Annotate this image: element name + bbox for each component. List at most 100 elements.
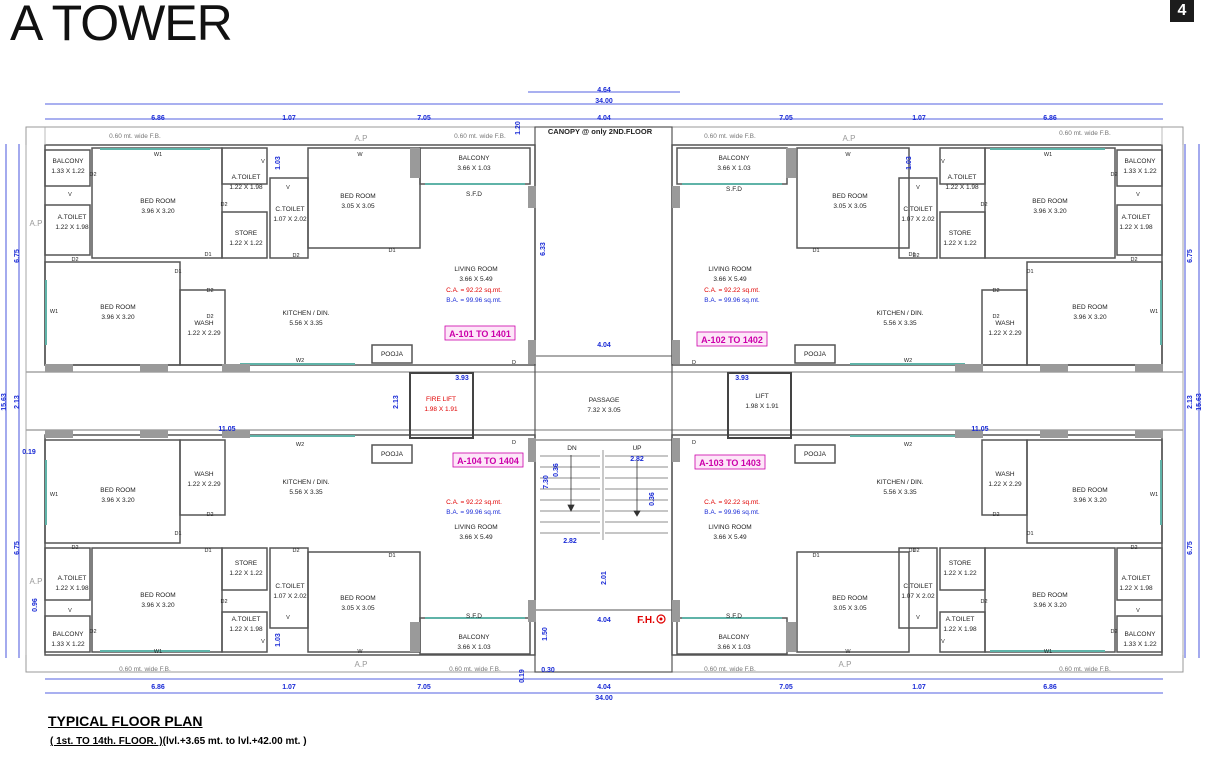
fb-strip-tm: 0.60 mt. wide F.B. [454,133,506,140]
dim-top-a: 6.86 [151,115,165,122]
bl-kitchen-name: KITCHEN / DIN. [283,479,330,486]
fire-hydrant-icon [656,614,666,624]
tr-balcony-name: BALCONY [1124,158,1156,165]
tl-bed3-name: BED ROOM [100,304,135,311]
bl-wash-size: 1.22 X 2.29 [187,481,221,488]
tag-v-tl-c: V [286,185,290,191]
fb-strip-br1: 0.60 mt. wide F.B. [704,666,756,673]
tl-wash-name: WASH [194,320,214,327]
tag-v-tr-a: V [1136,192,1140,198]
ap-tr: A.P [843,134,856,143]
tag-d2-tl-d: D2 [292,253,299,259]
canopy-label: CANOPY @ only 2ND.FLOOR [548,127,653,136]
br-store-size: 1.22 X 1.22 [943,570,977,577]
br-atoilet1-size: 1.22 X 1.98 [1119,585,1153,592]
caption-title: TYPICAL FLOOR PLAN [48,713,203,729]
br-atoilet2-size: 1.22 X 1.98 [943,626,977,633]
tag-w2-tl: W2 [296,358,304,364]
dim-side-upper-right: 6.75 [1187,249,1194,263]
dim-side-middle-right: 2.13 [1187,395,1194,409]
tag-w1-tr: W1 [1044,152,1052,158]
tag-v-tl-a: V [68,192,72,198]
bl-bed3-name: BED ROOM [100,487,135,494]
tag-v-tl-b: V [261,159,265,165]
fb-strip-bm: 0.60 mt. wide F.B. [449,666,501,673]
stair-dn: DN [567,445,577,452]
dim-036-b: 0.36 [649,492,656,506]
br-ctoilet-size: 1.07 X 2.02 [901,593,935,600]
ap-bl: A.P [355,660,368,669]
tag-v-tr-c: V [916,185,920,191]
tl-atoilet2-size: 1.22 X 1.98 [55,224,89,231]
br-ctoilet-name: C.TOILET [903,583,932,590]
dim-019-b: 0.19 [519,669,526,683]
dim-393-b: 3.93 [735,375,749,382]
tag-d2-tl-e: D2 [206,288,213,294]
tag-d2-tr-e: D2 [992,288,999,294]
fire-lift-name: FIRE LIFT [426,396,456,403]
tag-v-br-a: V [1136,608,1140,614]
tr-atoilet1-name: A.TOILET [948,174,977,181]
tag-d1-br-b: D1 [908,548,915,554]
bl-balcony2-size: 3.66 X 1.03 [457,644,491,651]
tl-ctoilet-size: 1.07 X 2.02 [273,216,307,223]
dim-030: 0.30 [541,667,555,674]
br-living-name: LIVING ROOM [708,524,751,531]
dim-bottom-a: 6.86 [151,684,165,691]
dim-top-fb: 1.20 [515,121,522,135]
tag-d1-tl-a: D1 [204,252,211,258]
bl-bed3-size: 3.96 X 3.20 [101,497,135,504]
dim-103-c: 1.03 [275,633,282,647]
br-balcony-name: BALCONY [1124,631,1156,638]
dim-393-a: 3.93 [455,375,469,382]
stair-up: UP [632,445,641,452]
bl-ctoilet-size: 1.07 X 2.02 [273,593,307,600]
br-store-name: STORE [949,560,972,567]
tag-d-bl: D [512,440,516,446]
tag-w-tl: W [357,152,363,158]
unit-label-tl: A-101 TO 1401 [449,329,511,339]
tag-v-bl-a: V [68,608,72,614]
tag-w-bl: W [357,649,363,655]
dim-096: 0.96 [32,598,39,612]
dim-103-b: 1.03 [906,156,913,170]
tr-kitchen-name: KITCHEN / DIN. [877,310,924,317]
tag-w2-br: W2 [904,442,912,448]
tl-store-size: 1.22 X 1.22 [229,240,263,247]
bl-bed2-size: 3.05 X 3.05 [341,605,375,612]
tag-d2-bl-e: D2 [89,629,96,635]
dim-side-overall-left: 15.63 [1,393,8,411]
tag-d2-bl-d: D2 [220,599,227,605]
caption-floors: ( 1st. TO 14th. FLOOR. ) [50,736,163,747]
tag-d2-br-e: D2 [1110,629,1117,635]
page-title: A TOWER [10,0,233,51]
unit-label-tr: A-102 TO 1402 [701,335,763,345]
tr-kitchen-size: 5.56 X 3.35 [883,320,917,327]
tag-d1-tr-b: D1 [812,248,819,254]
dim-canopy: 4.64 [597,87,611,94]
br-bed2-name: BED ROOM [832,595,867,602]
dim-side-upper-left: 6.75 [14,249,21,263]
tl-wash-size: 1.22 X 2.29 [187,330,221,337]
page-number-badge: 4 [1170,0,1194,22]
tr-balcony2-size: 3.66 X 1.03 [717,165,751,172]
br-ca: C.A. = 92.22 sq.mt. [704,499,760,506]
tr-bed3-name: BED ROOM [1072,304,1107,311]
tag-d2-tr-c: D2 [1130,257,1137,263]
tag-d2-tr-b: D2 [980,202,987,208]
ap-left-bottom: A.P [30,577,43,586]
tl-bed1-size: 3.96 X 3.20 [141,208,175,215]
bl-ca: C.A. = 92.22 sq.mt. [446,499,502,506]
bl-store-size: 1.22 X 1.22 [229,570,263,577]
tag-d2-bl-a: D2 [71,545,78,551]
br-kitchen-name: KITCHEN / DIN. [877,479,924,486]
dim-overall-bottom: 34.00 [595,695,613,702]
tag-w2-tr: W2 [904,358,912,364]
fb-strip-tr1: 0.60 mt. wide F.B. [704,133,756,140]
tl-balcony2-size: 3.66 X 1.03 [457,165,491,172]
dim-1105-b: 11.05 [971,426,988,433]
dim-150: 1.50 [542,627,549,641]
floor-plan: 4.64 34.00 6.86 1.07 7.05 4.04 7.05 1.07… [1,87,1203,702]
dim-top-f: 6.86 [1043,115,1057,122]
tag-d2-tr-a: D2 [1110,172,1117,178]
